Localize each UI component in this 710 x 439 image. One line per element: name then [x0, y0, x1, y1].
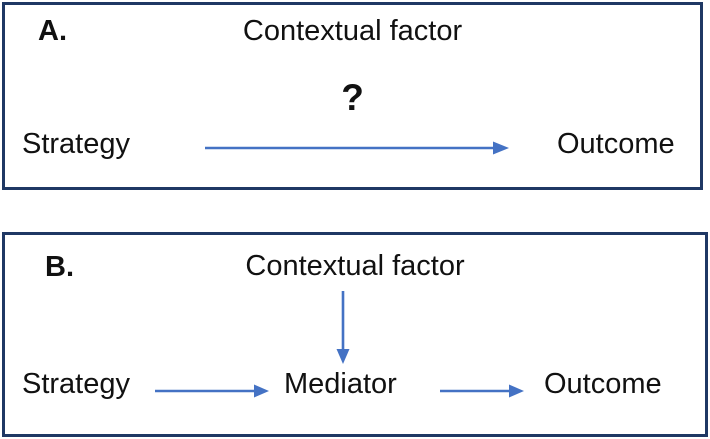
panel-b-contextual-to-mediator-arrow-icon [336, 291, 350, 364]
panel-a-question-mark: ? [341, 77, 364, 118]
panel-a-strategy-to-outcome-arrow-icon [205, 141, 509, 155]
panel-a-strategy-node: Strategy [22, 128, 130, 160]
panel-b-strategy-node: Strategy [22, 368, 130, 400]
panel-b: B. Contextual factor Strategy Mediator O… [2, 232, 708, 437]
panel-b-contextual-factor-label: Contextual factor [245, 250, 465, 282]
panel-b-label: B. [45, 251, 74, 283]
panel-b-mediator-node: Mediator [284, 368, 397, 400]
panel-a-label: A. [38, 15, 67, 47]
panel-b-outcome-node: Outcome [544, 368, 662, 400]
panel-b-mediator-to-outcome-arrow-icon [440, 384, 524, 398]
panel-a-contextual-factor-label: Contextual factor [242, 15, 463, 47]
panel-b-strategy-to-mediator-arrow-icon [155, 384, 269, 398]
panel-a: A. Contextual factor ? Strategy Outcome [2, 2, 703, 190]
panel-a-outcome-node: Outcome [557, 128, 675, 160]
